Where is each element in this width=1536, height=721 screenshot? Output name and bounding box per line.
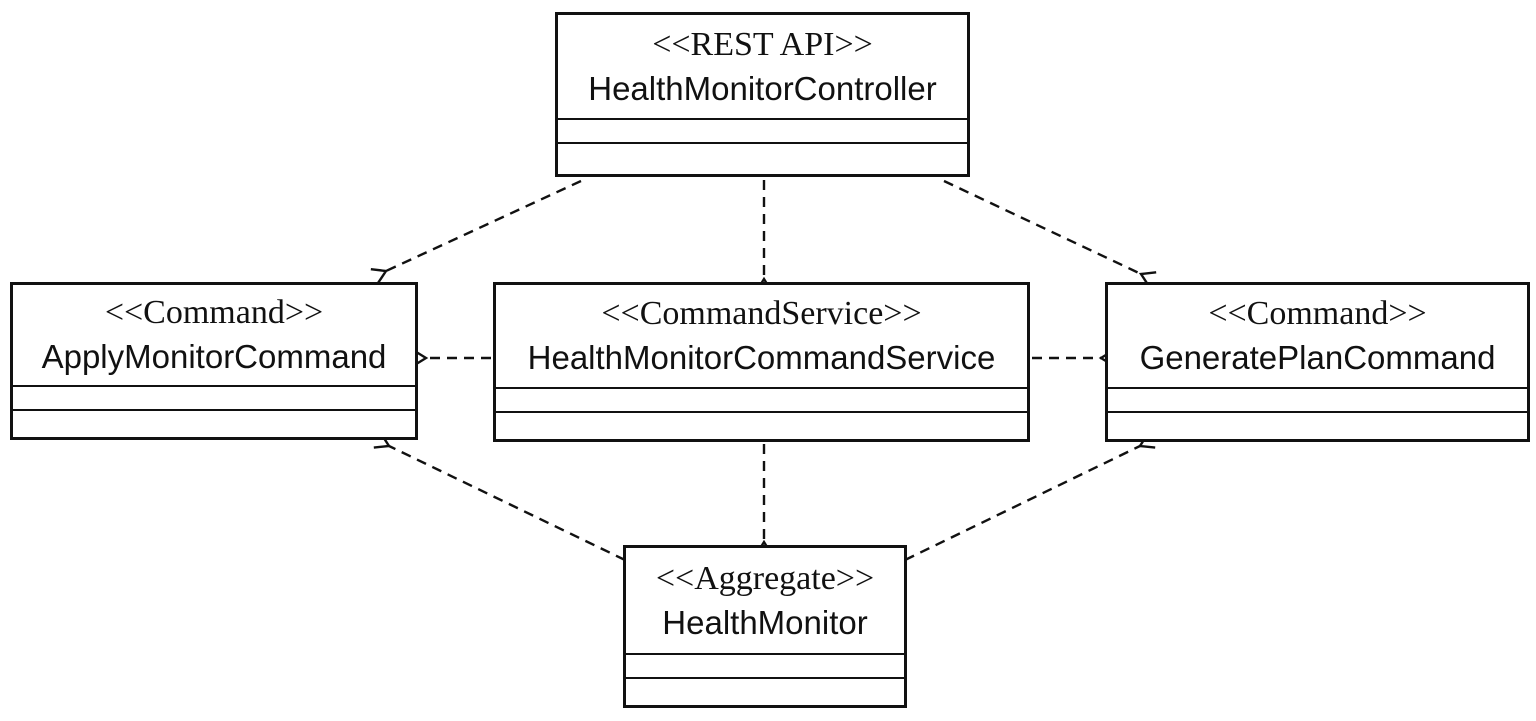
class-name-label: GeneratePlanCommand	[1139, 339, 1496, 376]
attributes-compartment-empty	[626, 653, 904, 677]
class-title-compartment: <<Command>> ApplyMonitorCommand	[13, 285, 415, 385]
class-name-label: HealthMonitorCommandService	[527, 339, 996, 376]
class-title-compartment: <<REST API>> HealthMonitorController	[558, 15, 967, 118]
stereotype-label: <<REST API>>	[652, 25, 873, 63]
class-box-applymonitorcommand: <<Command>> ApplyMonitorCommand	[10, 282, 418, 440]
operations-compartment-empty	[1108, 411, 1527, 439]
class-box-generateplancommand: <<Command>> GeneratePlanCommand	[1105, 282, 1530, 442]
stereotype-label: <<Aggregate>>	[655, 559, 875, 597]
attributes-compartment-empty	[558, 118, 967, 142]
stereotype-label: <<Command>>	[104, 294, 324, 331]
stereotype-label: <<CommandService>>	[601, 295, 922, 332]
class-title-compartment: <<CommandService>> HealthMonitorCommandS…	[496, 285, 1027, 387]
dependency-edge-HealthMonitorController-to-GeneratePlanCommand	[943, 179, 1157, 288]
dependency-edge-HealthMonitor-to-GeneratePlanCommand	[904, 432, 1156, 562]
class-name-label: HealthMonitor	[662, 603, 868, 641]
dependency-edge-HealthMonitorController-to-ApplyMonitorCommand	[370, 179, 582, 285]
operations-compartment-empty	[558, 142, 967, 174]
class-name-label: HealthMonitorController	[588, 69, 937, 107]
class-title-compartment: <<Aggregate>> HealthMonitor	[626, 548, 904, 653]
class-title-compartment: <<Command>> GeneratePlanCommand	[1108, 285, 1527, 387]
class-box-healthmonitorcontroller: <<REST API>> HealthMonitorController	[555, 12, 970, 177]
class-name-label: ApplyMonitorCommand	[41, 338, 387, 375]
dependency-edge-HealthMonitor-to-ApplyMonitorCommand	[373, 432, 626, 562]
operations-compartment-empty	[626, 677, 904, 705]
attributes-compartment-empty	[13, 385, 415, 409]
class-box-healthmonitor: <<Aggregate>> HealthMonitor	[623, 545, 907, 708]
attributes-compartment-empty	[496, 387, 1027, 411]
class-box-healthmonitorcommandservice: <<CommandService>> HealthMonitorCommandS…	[493, 282, 1030, 442]
operations-compartment-empty	[13, 409, 415, 437]
attributes-compartment-empty	[1108, 387, 1527, 411]
operations-compartment-empty	[496, 411, 1027, 439]
stereotype-label: <<Command>>	[1208, 295, 1427, 332]
